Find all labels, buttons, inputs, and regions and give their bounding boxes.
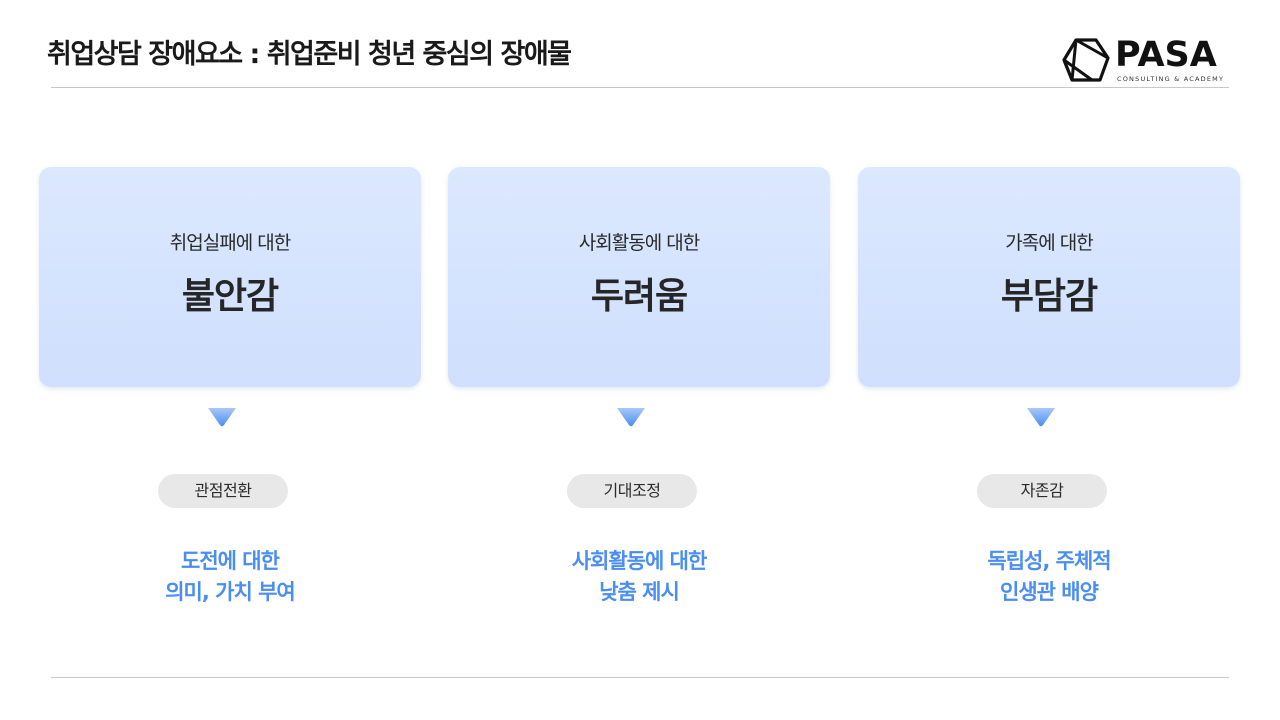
obstacle-column-1: 취업실패에 대한 불안감 관점전환 도전에 대한 의미, 가치 부여 — [39, 0, 421, 720]
description-line: 도전에 대한 — [181, 549, 280, 573]
card-heading: 부담감 — [1000, 276, 1098, 317]
solution-description: 사회활동에 대한 낮춤 제시 — [448, 546, 830, 608]
triangle-down-icon — [208, 408, 236, 427]
logo-wordmark: PASA — [1115, 35, 1217, 75]
pasa-logo: PASA CONSULTING & ACADEMY — [1062, 35, 1232, 86]
description-line: 의미, 가치 부여 — [165, 580, 296, 604]
footer-divider — [51, 677, 1229, 678]
obstacle-card: 가족에 대한 부담감 — [858, 167, 1240, 387]
obstacle-card: 취업실패에 대한 불안감 — [39, 167, 421, 387]
solution-pill: 관점전환 — [158, 474, 288, 508]
card-subtitle: 가족에 대한 — [1005, 232, 1093, 254]
obstacle-card: 사회활동에 대한 두려움 — [448, 167, 830, 387]
solution-pill: 기대조정 — [567, 474, 697, 508]
card-subtitle: 취업실패에 대한 — [169, 232, 291, 254]
card-subtitle: 사회활동에 대한 — [578, 232, 700, 254]
description-line: 독립성, 주체적 — [987, 549, 1111, 573]
slide-title: 취업상담 장애요소 : 취업준비 청년 중심의 장애물 — [47, 39, 572, 70]
solution-description: 독립성, 주체적 인생관 배양 — [858, 546, 1240, 608]
solution-description: 도전에 대한 의미, 가치 부여 — [39, 546, 421, 608]
logo-tagline: CONSULTING & ACADEMY — [1117, 75, 1225, 83]
card-heading: 불안감 — [181, 276, 279, 317]
description-line: 사회활동에 대한 — [571, 549, 708, 573]
obstacle-column-3: 가족에 대한 부담감 자존감 독립성, 주체적 인생관 배양 — [858, 0, 1240, 720]
obstacle-column-2: 사회활동에 대한 두려움 기대조정 사회활동에 대한 낮춤 제시 — [448, 0, 830, 720]
hexagon-logo-icon — [1062, 38, 1110, 82]
card-heading: 두려움 — [590, 276, 688, 317]
triangle-down-icon — [1027, 408, 1055, 427]
triangle-down-icon — [617, 408, 645, 427]
solution-pill: 자존감 — [977, 474, 1107, 508]
description-line: 낮춤 제시 — [599, 580, 680, 604]
description-line: 인생관 배양 — [1000, 580, 1099, 604]
header-divider — [51, 87, 1229, 88]
